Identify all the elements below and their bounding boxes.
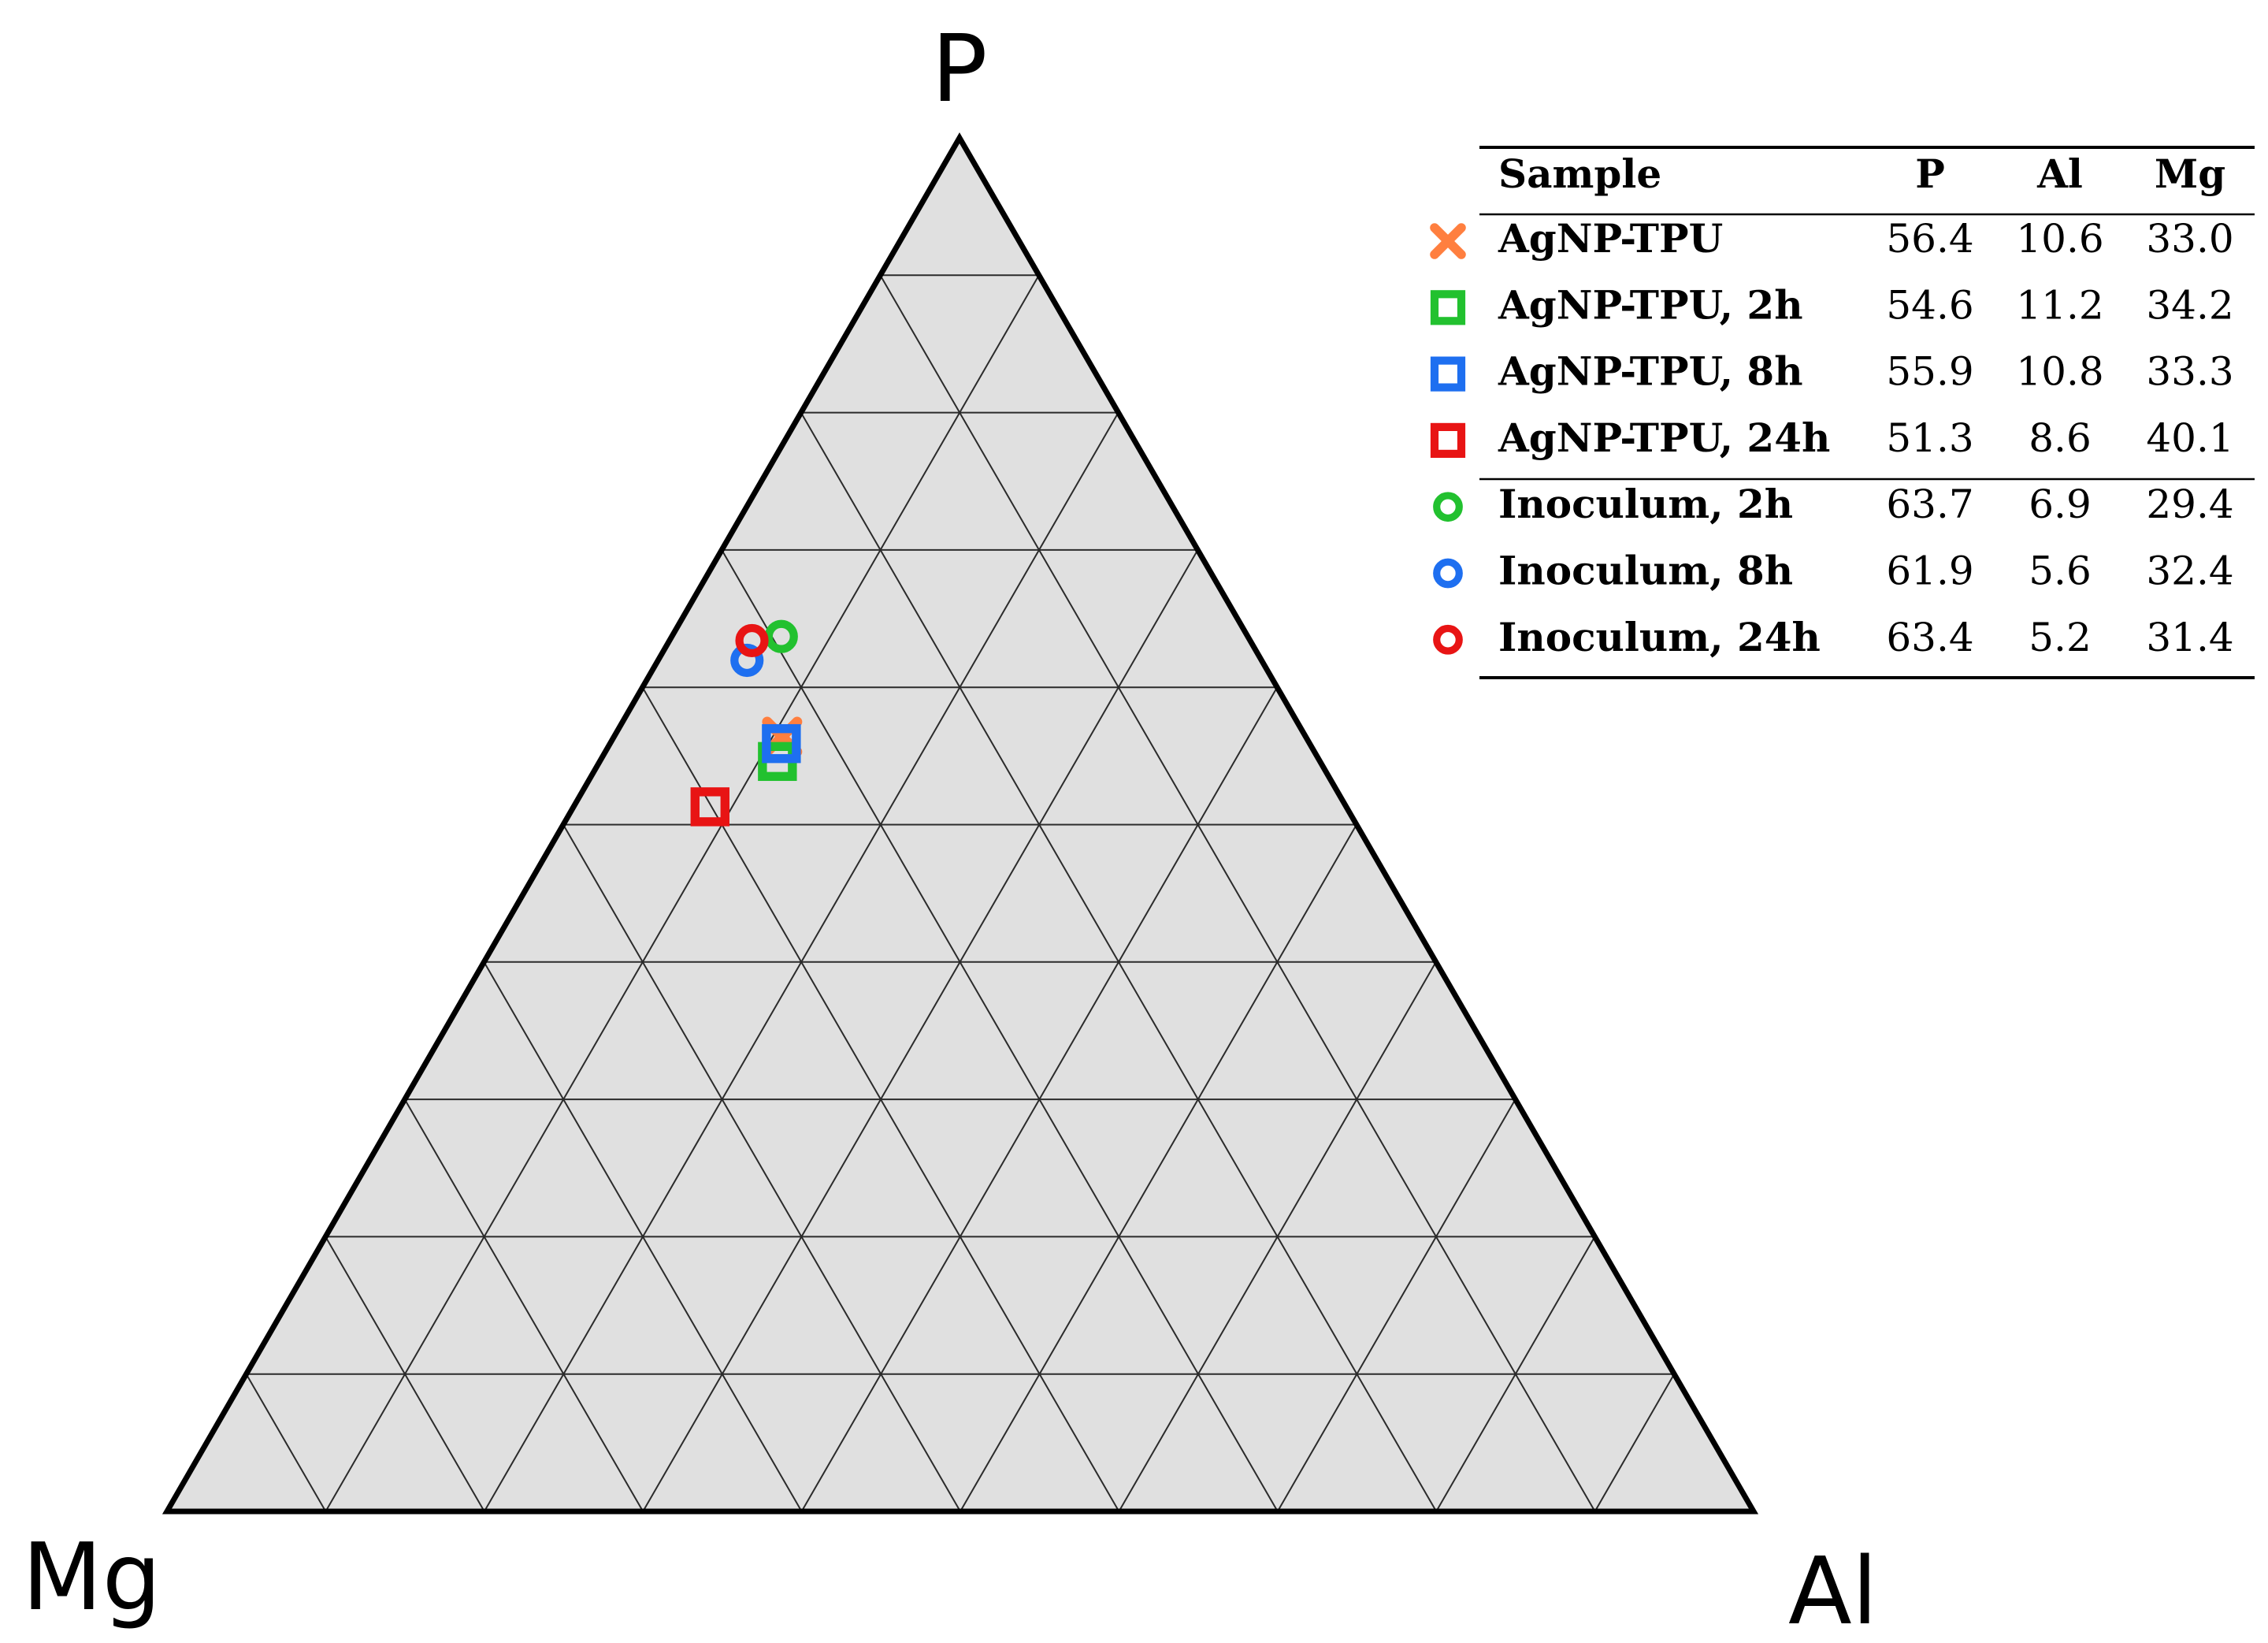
legend-value-p: 63.4 — [1886, 615, 1973, 660]
grid-line — [960, 824, 1357, 1512]
table-header-p: P — [1915, 151, 1945, 197]
data-markers — [690, 619, 803, 827]
data-point — [735, 623, 769, 658]
legend-value-mg: 31.4 — [2146, 615, 2233, 660]
grid-line — [1276, 1098, 1516, 1512]
legend-marker — [1433, 624, 1463, 655]
legend-value-mg: 29.4 — [2146, 481, 2233, 527]
table-header-sample: Sample — [1498, 151, 1661, 197]
legend-value-mg: 40.1 — [2146, 415, 2233, 461]
legend-marker — [1430, 223, 1466, 259]
legend-sample-name: Inoculum, 24h — [1498, 614, 1821, 660]
data-point — [690, 787, 729, 827]
legend-value-mg: 32.4 — [2146, 548, 2233, 594]
legend-value-al: 10.8 — [2016, 349, 2103, 395]
grid-line — [325, 274, 1040, 1512]
legend-marker — [1433, 492, 1463, 522]
grid-line — [879, 274, 1596, 1512]
table-header-mg: Mg — [2155, 151, 2225, 197]
legend-value-p: 54.6 — [1886, 282, 1973, 328]
triangle-border — [161, 132, 1759, 1515]
data-point — [764, 619, 798, 653]
vertex-label-left: Mg — [22, 1522, 161, 1631]
legend-row: Inoculum, 24h 63.4 5.2 31.4 — [1433, 614, 2234, 660]
legend-row: Inoculum, 8h 61.9 5.6 32.4 — [1433, 548, 2234, 594]
vertex-label-top: P — [931, 14, 987, 123]
data-point — [762, 723, 801, 764]
triangle-plot-area — [161, 132, 1759, 1515]
legend-sample-name: AgNP-TPU, 8h — [1498, 348, 1803, 395]
legend-sample-name: Inoculum, 2h — [1498, 481, 1793, 527]
legend-value-al: 6.9 — [2029, 481, 2092, 527]
grid-line — [483, 961, 803, 1512]
grid-line — [1594, 1374, 1676, 1512]
grid-line — [1435, 1236, 1596, 1512]
legend-value-p: 51.3 — [1886, 415, 1973, 461]
vertex-label-right: Al — [1788, 1537, 1878, 1643]
legend-marker — [1430, 290, 1466, 325]
legend-value-mg: 34.2 — [2146, 282, 2233, 328]
legend-row: AgNP-TPU, 2h 54.6 11.2 34.2 — [1430, 281, 2234, 328]
grid-line — [403, 1098, 644, 1512]
legend-sample-name: AgNP-TPU — [1498, 215, 1723, 262]
legend-value-mg: 33.3 — [2146, 349, 2233, 395]
legend-row: AgNP-TPU, 24h 51.3 8.6 40.1 — [1430, 414, 2234, 461]
legend-marker — [1430, 422, 1466, 459]
grid-line — [325, 1236, 485, 1512]
grid-line — [1118, 961, 1437, 1512]
legend-marker — [1433, 558, 1463, 589]
legend-value-al: 10.6 — [2016, 216, 2103, 262]
legend-value-p: 63.7 — [1886, 481, 1973, 527]
legend-value-al: 5.6 — [2029, 548, 2092, 594]
table-header-al: Al — [2036, 151, 2083, 197]
legend-value-p: 56.4 — [1886, 216, 1973, 262]
grid-line — [245, 1374, 327, 1512]
legend-row: Inoculum, 2h 63.7 6.9 29.4 — [1433, 481, 2234, 527]
legend-row: AgNP-TPU 56.4 10.6 33.0 — [1430, 215, 2234, 262]
legend-value-p: 55.9 — [1886, 349, 1973, 395]
grid-line — [721, 549, 1279, 1512]
legend-value-al: 5.2 — [2029, 615, 2092, 660]
legend-value-al: 8.6 — [2029, 415, 2092, 461]
legend-value-al: 11.2 — [2016, 282, 2103, 328]
legend-marker — [1430, 356, 1466, 392]
grid-line — [642, 549, 1199, 1512]
legend-value-mg: 33.0 — [2146, 216, 2233, 262]
grid-line — [562, 823, 961, 1512]
legend-sample-name: AgNP-TPU, 24h — [1498, 414, 1830, 461]
legend-sample-name: Inoculum, 8h — [1498, 548, 1793, 594]
legend-value-p: 61.9 — [1886, 548, 1973, 594]
legend-row: AgNP-TPU, 8h 55.9 10.8 33.3 — [1430, 348, 2234, 395]
legend-sample-name: AgNP-TPU, 2h — [1498, 281, 1803, 328]
